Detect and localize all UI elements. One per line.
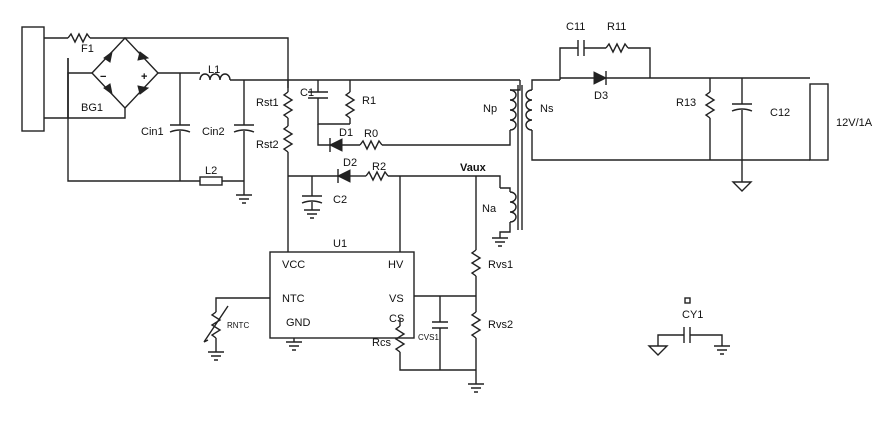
rntc-label: RNTC (227, 321, 249, 330)
resistor-r0 (359, 139, 383, 151)
transformer-np-winding (509, 89, 517, 131)
d2-label: D2 (343, 157, 357, 169)
ground-u1 (286, 341, 302, 351)
resistor-rvs1 (470, 249, 482, 277)
ground-ntc (208, 351, 224, 361)
ground-cy1-secondary (714, 345, 730, 355)
ac-input-connector (21, 26, 45, 132)
r13-label: R13 (676, 97, 696, 109)
output-label: 12V/1A (836, 117, 873, 129)
resistor-rcs (394, 325, 406, 353)
cy1-label: CY1 (682, 309, 703, 321)
l1-label: L1 (208, 64, 220, 76)
capacitor-cvs1 (432, 321, 448, 329)
rcs-label: Rcs (372, 337, 391, 349)
ground-rvs2 (468, 383, 484, 393)
ground-secondary (731, 181, 753, 192)
resistor-r2 (365, 170, 389, 182)
output-connector (809, 83, 829, 161)
capacitor-c11 (577, 40, 585, 56)
rst2-label: Rst2 (256, 139, 279, 151)
bridge-minus-label: − (100, 71, 106, 83)
fuse-f1 (67, 32, 91, 44)
capacitor-c2 (301, 195, 323, 204)
bg1-label: BG1 (81, 102, 103, 114)
c12-label: C12 (770, 107, 790, 119)
diode-d2 (336, 169, 351, 183)
inductor-l2 (199, 176, 223, 186)
r0-label: R0 (364, 128, 378, 140)
diode-d3 (593, 71, 608, 85)
capacitor-cin1 (169, 124, 191, 133)
u1-label: U1 (333, 238, 347, 250)
rst1-label: Rst1 (256, 97, 279, 109)
d1-label: D1 (339, 127, 353, 139)
ground-cy1-primary (647, 345, 669, 356)
pin-ntc: NTC (282, 293, 305, 305)
cin2-label: Cin2 (202, 126, 225, 138)
r11-label: R11 (607, 21, 626, 33)
cin1-label: Cin1 (141, 126, 164, 138)
np-label: Np (483, 103, 497, 115)
pin-hv: HV (388, 259, 404, 271)
transformer-core (517, 85, 523, 230)
cvs1-label: CVS1 (418, 333, 439, 342)
c11-label: C11 (566, 21, 585, 33)
c1-label: C1 (300, 87, 314, 99)
pin-vcc: VCC (282, 259, 305, 271)
r1-label: R1 (362, 95, 376, 107)
cy1-marker (684, 297, 691, 304)
transformer-ns-winding (525, 89, 533, 131)
ground-cin2 (236, 194, 252, 204)
na-label: Na (482, 203, 497, 215)
bridge-plus-label: + (141, 71, 147, 83)
f1-label: F1 (81, 43, 94, 55)
resistor-rst1 (282, 91, 294, 119)
d3-label: D3 (594, 90, 608, 102)
resistor-r1 (344, 91, 356, 119)
ns-label: Ns (540, 103, 554, 115)
transformer-na-winding (509, 191, 517, 223)
resistor-r11 (605, 42, 629, 54)
pin-cs: CS (389, 313, 404, 325)
r2-label: R2 (372, 161, 386, 173)
vaux-label: Vaux (460, 162, 487, 174)
capacitor-cin2 (233, 124, 255, 133)
ground-c2 (304, 209, 320, 219)
rvs2-label: Rvs2 (488, 319, 513, 331)
resistor-r13 (704, 91, 716, 119)
resistor-rvs2 (470, 311, 482, 339)
l2-label: L2 (205, 165, 217, 177)
resistor-rst2 (282, 125, 294, 153)
pin-gnd: GND (286, 317, 311, 329)
diode-d1 (328, 138, 343, 152)
inductor-l1 (199, 73, 231, 81)
ground-na (492, 237, 508, 247)
thermistor-rntc (203, 305, 229, 343)
capacitor-c12 (731, 103, 753, 112)
pin-vs: VS (389, 293, 404, 305)
controller-u1 (269, 251, 415, 339)
rvs1-label: Rvs1 (488, 259, 513, 271)
capacitor-cy1 (683, 327, 691, 343)
c2-label: C2 (333, 194, 347, 206)
